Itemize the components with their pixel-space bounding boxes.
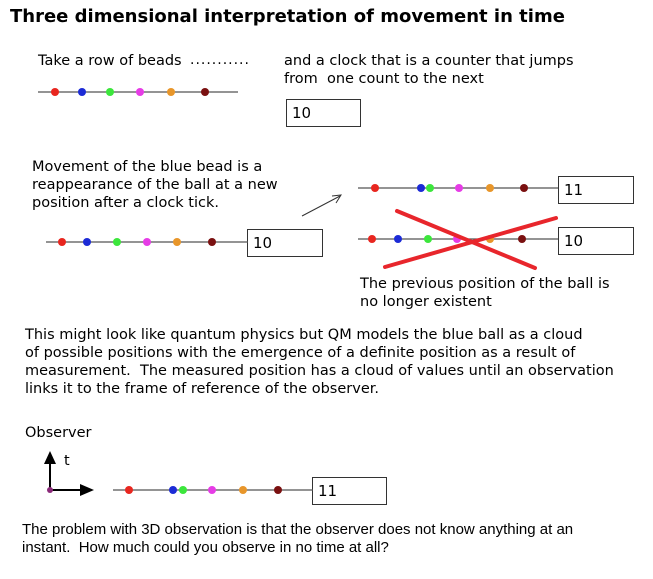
qm-paragraph-line2: of possible positions with the emergence… [25,345,576,361]
green-bead [424,235,432,243]
clock-description-line1: and a clock that is a counter that jumps [284,53,574,69]
observer-counter: 11 [312,477,387,505]
red-bead [58,238,66,246]
red-bead [125,486,133,494]
magenta-bead [455,184,463,192]
magenta-bead [143,238,151,246]
time-axis-label: t [64,453,70,469]
magenta-bead [136,88,144,96]
bead-row-observer [113,486,313,494]
movement-text-line3: position after a clock tick. [32,195,219,211]
red-bead [371,184,379,192]
blue-bead [169,486,177,494]
darkred-bead [520,184,528,192]
bead-row-before [46,238,248,246]
blue-bead [394,235,402,243]
bead-row-after [358,184,558,192]
clock-description-line2: from one count to the next [284,71,484,87]
crossed-note-line2: no longer existent [360,294,492,310]
blue-bead [417,184,425,192]
blue-bead [83,238,91,246]
orange-bead [167,88,175,96]
footer-line2: instant. How much could you observe in n… [22,539,389,556]
blue-bead [78,88,86,96]
arrow-shaft [301,195,341,217]
bottom-right-counter: 10 [558,227,634,255]
left-counter: 10 [247,229,323,257]
darkred-bead [208,238,216,246]
footer-line1: The problem with 3D observation is that … [22,521,574,538]
green-bead [113,238,121,246]
qm-paragraph-line3: measurement. The measured position has a… [25,363,614,379]
cross-stroke-1 [395,209,537,270]
orange-bead [486,184,494,192]
magenta-bead [208,486,216,494]
observer-label: Observer [25,425,92,441]
red-bead [51,88,59,96]
observer-origin-point [47,487,53,493]
page-title: Three dimensional interpretation of move… [10,6,565,27]
time-axis-arrowhead [44,451,56,464]
bead-row-intro [38,88,238,96]
darkred-bead [201,88,209,96]
green-bead [426,184,434,192]
movement-text-line2: reappearance of the ball at a new [32,177,278,193]
dotted-leader: ........... [190,52,250,68]
orange-bead [239,486,247,494]
beads-label: Take a row of beads [38,53,182,69]
movement-text-line1: Movement of the blue bead is a [32,159,263,175]
green-bead [179,486,187,494]
top-right-counter: 11 [558,176,634,204]
transition-arrow [301,194,342,217]
clock-counter: 10 [286,99,361,127]
space-axis-arrowhead [80,484,94,496]
observer-axes [44,451,94,496]
qm-paragraph-line1: This might look like quantum physics but… [25,327,583,343]
qm-paragraph-line4: links it to the frame of reference of th… [25,381,379,397]
orange-bead [173,238,181,246]
red-bead [368,235,376,243]
cross-out-mark [383,209,558,270]
crossed-note-line1: The previous position of the ball is [360,276,610,292]
arrow-head [331,194,342,204]
darkred-bead [274,486,282,494]
green-bead [106,88,114,96]
darkred-bead [518,235,526,243]
cross-stroke-2 [383,216,558,269]
